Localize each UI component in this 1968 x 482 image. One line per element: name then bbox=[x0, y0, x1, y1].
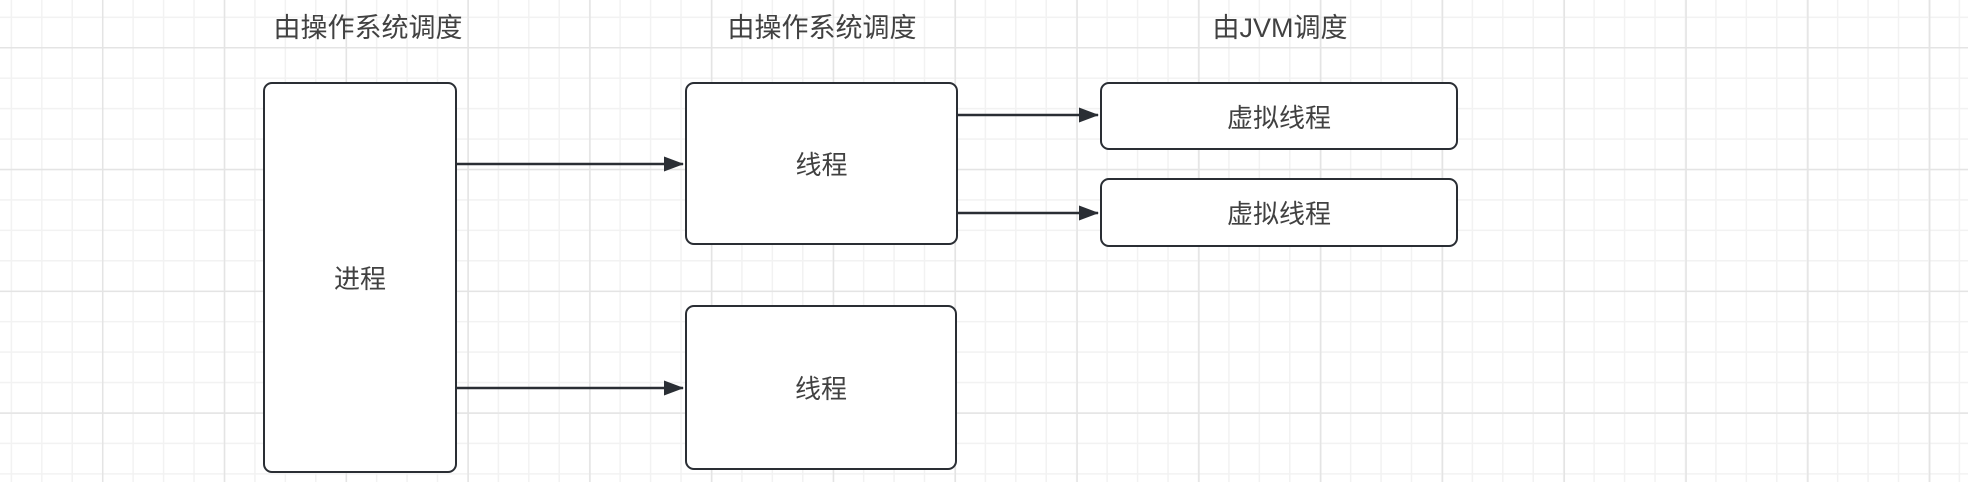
header-os-scheduled-process: 由操作系统调度 bbox=[273, 13, 463, 43]
node-label: 线程 bbox=[794, 374, 847, 404]
node-vthread-2[interactable]: 虚拟线程 bbox=[1100, 178, 1458, 247]
header-os-scheduled-thread: 由操作系统调度 bbox=[727, 13, 917, 43]
node-label: 虚拟线程 bbox=[1226, 102, 1331, 133]
node-label: 进程 bbox=[333, 264, 386, 294]
node-label: 线程 bbox=[795, 150, 848, 180]
node-thread-bottom[interactable]: 线程 bbox=[685, 305, 957, 470]
node-label: 虚拟线程 bbox=[1226, 199, 1331, 229]
node-process[interactable]: 进程 bbox=[263, 82, 457, 473]
node-thread-top[interactable]: 线程 bbox=[685, 82, 958, 245]
node-vthread-1[interactable]: 虚拟线程 bbox=[1100, 82, 1458, 150]
header-jvm-scheduled: 由JVM调度 bbox=[1212, 13, 1348, 43]
